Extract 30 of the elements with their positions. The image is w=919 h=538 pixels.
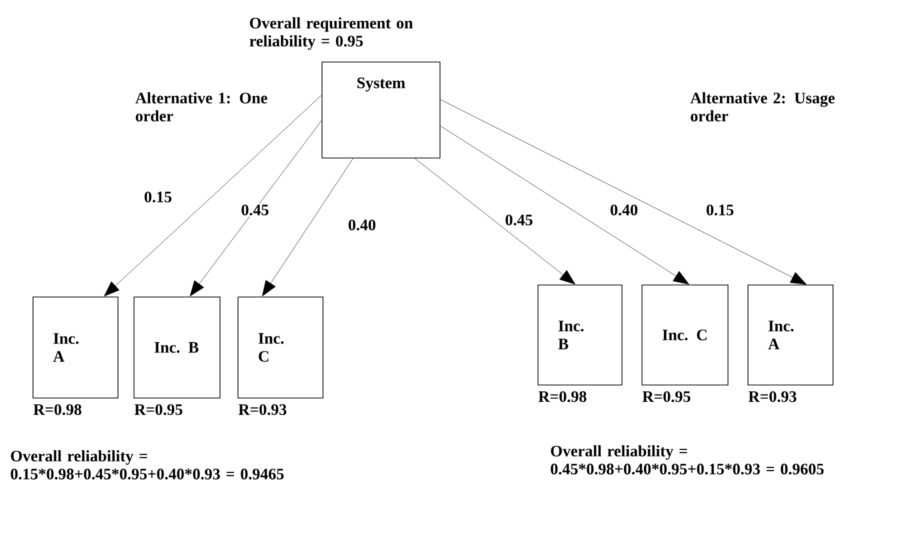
increment-box: Inc. B <box>538 284 622 386</box>
reliability-label: R=0.93 <box>238 404 286 416</box>
edge-label: 0.40 <box>347 218 377 232</box>
edge-label: 0.40 <box>609 204 639 216</box>
arrow <box>262 158 354 296</box>
increment-box: Inc. C <box>238 296 324 398</box>
alternative-label: Alternative 1: One order <box>135 92 268 122</box>
increment-box: Inc. A <box>748 284 834 386</box>
increment-box: Inc. C <box>642 284 728 386</box>
arrow <box>104 95 322 296</box>
arrow <box>440 99 807 285</box>
edge-label: 0.45 <box>240 204 270 216</box>
increment-box: Inc. B <box>134 296 220 398</box>
arrow <box>414 158 576 284</box>
arrow <box>440 126 690 284</box>
reliability-label: R=0.95 <box>642 391 690 402</box>
reliability-label: R=0.98 <box>33 404 82 416</box>
reliability-formula: Overall reliability = 0.15*0.98+0.45*0.95+0.40*0.93 = 0.9465 <box>10 450 284 480</box>
requirement-note: Overall requirement on reliability = 0.95 <box>250 17 413 50</box>
system-box: System <box>322 62 440 158</box>
arrow <box>190 120 322 296</box>
increment-box: Inc. A <box>32 296 118 398</box>
reliability-label: R=0.93 <box>748 391 796 402</box>
reliability-label: R=0.98 <box>538 391 586 402</box>
reliability-formula: Overall reliability = 0.45*0.98+0.40*0.95+0.15*0.93 = 0.9605 <box>550 445 824 475</box>
edge-label: 0.45 <box>504 214 534 226</box>
edge-label: 0.15 <box>143 190 173 204</box>
reliability-label: R=0.95 <box>134 404 182 416</box>
alternative-label: Alternative 2: Usage order <box>690 92 835 122</box>
edge-label: 0.15 <box>705 204 735 216</box>
